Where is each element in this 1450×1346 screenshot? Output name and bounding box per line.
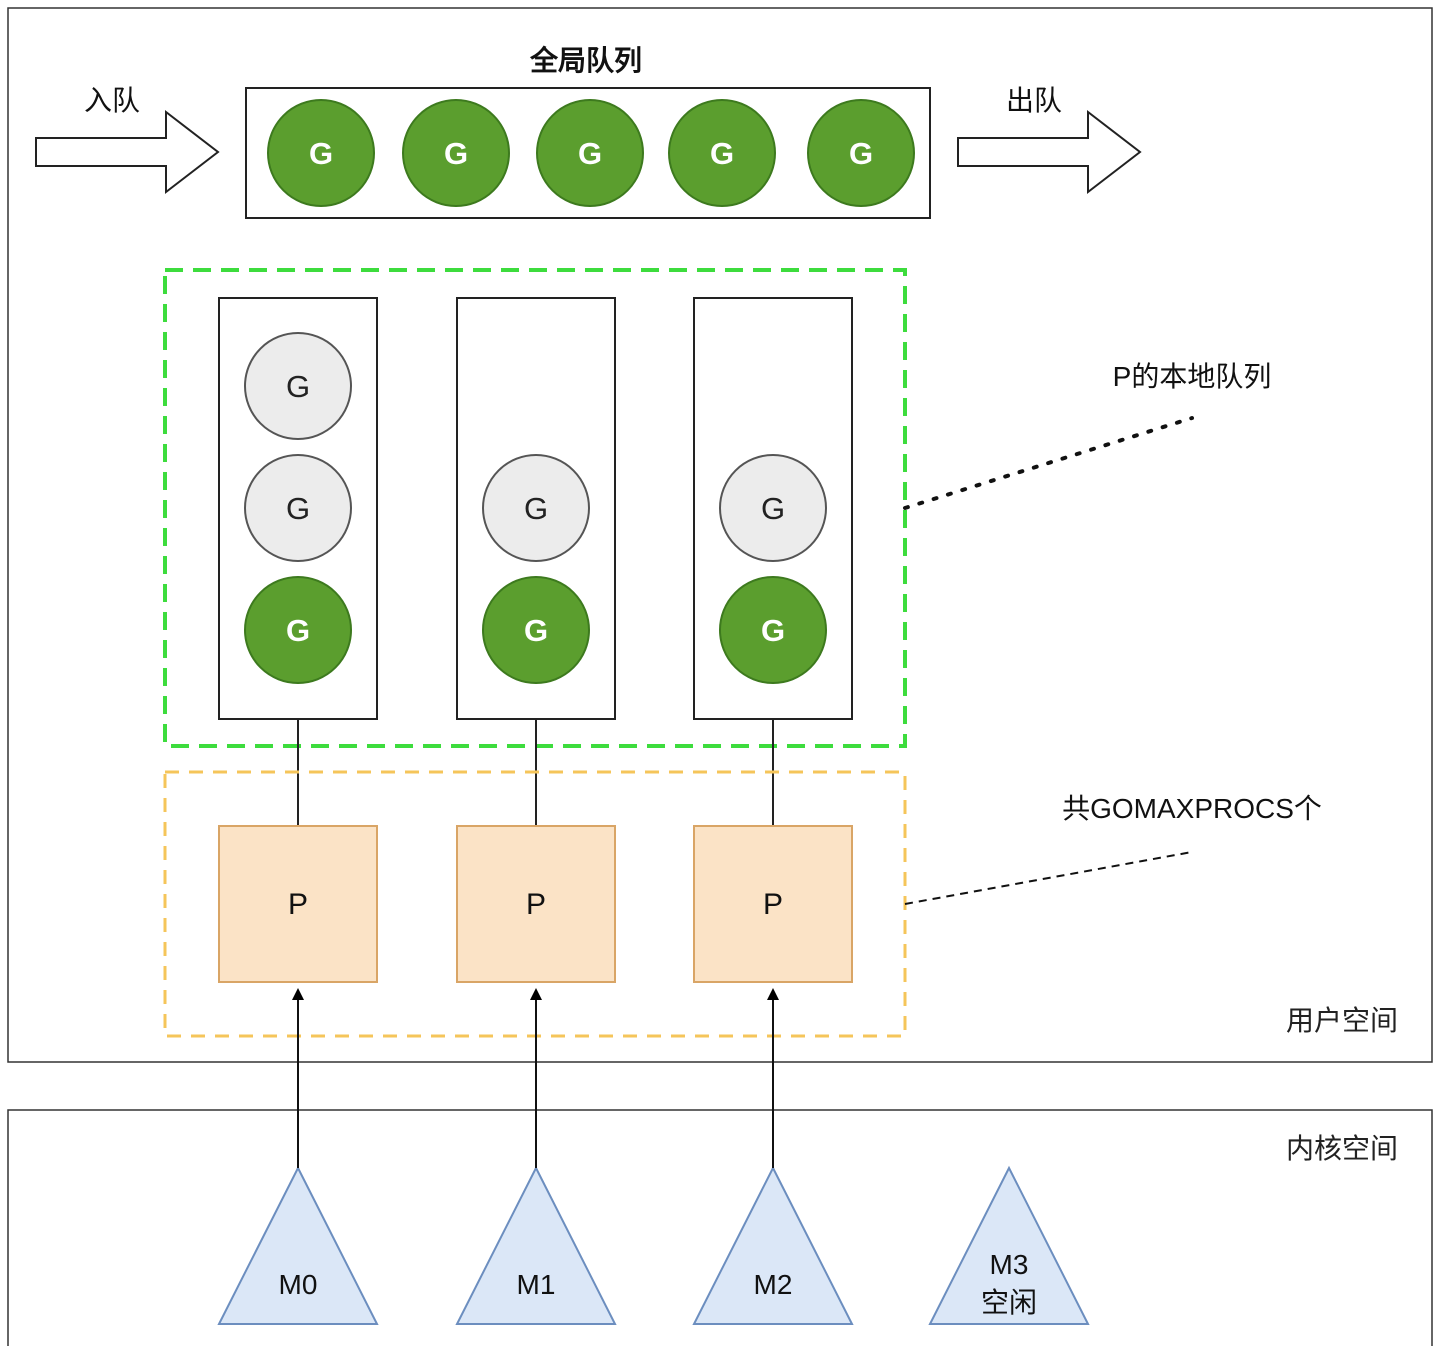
goroutine-circle xyxy=(536,99,644,207)
local-queue-pointer xyxy=(903,416,1194,510)
dequeue-arrow xyxy=(957,109,1142,195)
global-queue-title: 全局队列 xyxy=(529,44,642,76)
local-queues: G G G G G G G xyxy=(218,297,853,826)
user-space-label: 用户空间 xyxy=(1286,1005,1398,1036)
processor-label: P xyxy=(288,888,308,921)
enqueue-arrow xyxy=(35,109,220,195)
goroutine-circle xyxy=(807,99,915,207)
goroutine-label: G xyxy=(710,136,734,171)
goroutine-label: G xyxy=(286,613,310,648)
processor: P xyxy=(456,825,616,983)
enqueue-label: 入队 xyxy=(84,85,140,116)
machine-label: M0 xyxy=(279,1269,318,1300)
machine-thread: M3 空闲 xyxy=(928,1165,1090,1325)
local-goroutine: G xyxy=(719,576,827,684)
goroutine-label: G xyxy=(524,613,548,648)
gomaxprocs-annotation: 共GOMAXPROCS个 xyxy=(1062,793,1322,824)
processor-box xyxy=(693,825,853,983)
gomaxprocs-pointer xyxy=(904,851,1193,905)
processor-label: P xyxy=(526,888,546,921)
local-goroutine: G xyxy=(244,576,352,684)
processor-box xyxy=(456,825,616,983)
processor: P xyxy=(693,825,853,983)
goroutine-circle xyxy=(244,454,352,562)
machine-triangle xyxy=(217,1165,379,1325)
goroutine-circle xyxy=(668,99,776,207)
machine-thread: M1 xyxy=(455,1165,617,1325)
dequeue-label: 出队 xyxy=(1006,85,1062,116)
goroutine-label: G xyxy=(761,491,785,526)
machine-label: M3 xyxy=(990,1249,1029,1280)
goroutine-circle xyxy=(402,99,510,207)
kernel-threads: M0 M1 M2 M3 空闲 xyxy=(217,988,1090,1325)
machine-triangle xyxy=(692,1165,854,1325)
goroutine-circle xyxy=(244,332,352,440)
goroutine-label: G xyxy=(286,491,310,526)
machine-label: M1 xyxy=(517,1269,556,1300)
goroutine-circle xyxy=(719,454,827,562)
goroutine-label: G xyxy=(849,136,873,171)
goroutine-circle xyxy=(267,99,375,207)
global-goroutine: G xyxy=(536,99,644,207)
machine-triangle xyxy=(928,1165,1090,1325)
global-goroutine: G xyxy=(267,99,375,207)
goroutine-circle xyxy=(719,576,827,684)
processor: P xyxy=(218,825,378,983)
machine-triangle xyxy=(455,1165,617,1325)
machine-thread: M2 xyxy=(692,1165,854,1325)
kernel-space-box xyxy=(7,1109,1433,1346)
processor-box xyxy=(218,825,378,983)
goroutine-label: G xyxy=(286,369,310,404)
goroutine-circle xyxy=(482,454,590,562)
global-goroutine: G xyxy=(668,99,776,207)
global-goroutine: G xyxy=(402,99,510,207)
goroutine-circle xyxy=(482,576,590,684)
global-goroutine: G xyxy=(807,99,915,207)
machine-thread: M0 xyxy=(217,1165,379,1325)
local-goroutine: G xyxy=(719,454,827,562)
goroutine-label: G xyxy=(524,491,548,526)
local-goroutine: G xyxy=(482,576,590,684)
goroutine-label: G xyxy=(578,136,602,171)
machine-status: 空闲 xyxy=(981,1287,1037,1318)
processor-label: P xyxy=(763,888,783,921)
local-goroutine: G xyxy=(482,454,590,562)
machine-label: M2 xyxy=(754,1269,793,1300)
goroutine-circle xyxy=(244,576,352,684)
local-goroutine: G xyxy=(244,454,352,562)
goroutine-label: G xyxy=(761,613,785,648)
goroutine-label: G xyxy=(444,136,468,171)
goroutine-label: G xyxy=(309,136,333,171)
local-queue-annotation: P的本地队列 xyxy=(1113,361,1272,392)
kernel-space-label: 内核空间 xyxy=(1286,1133,1398,1164)
local-goroutine: G xyxy=(244,332,352,440)
